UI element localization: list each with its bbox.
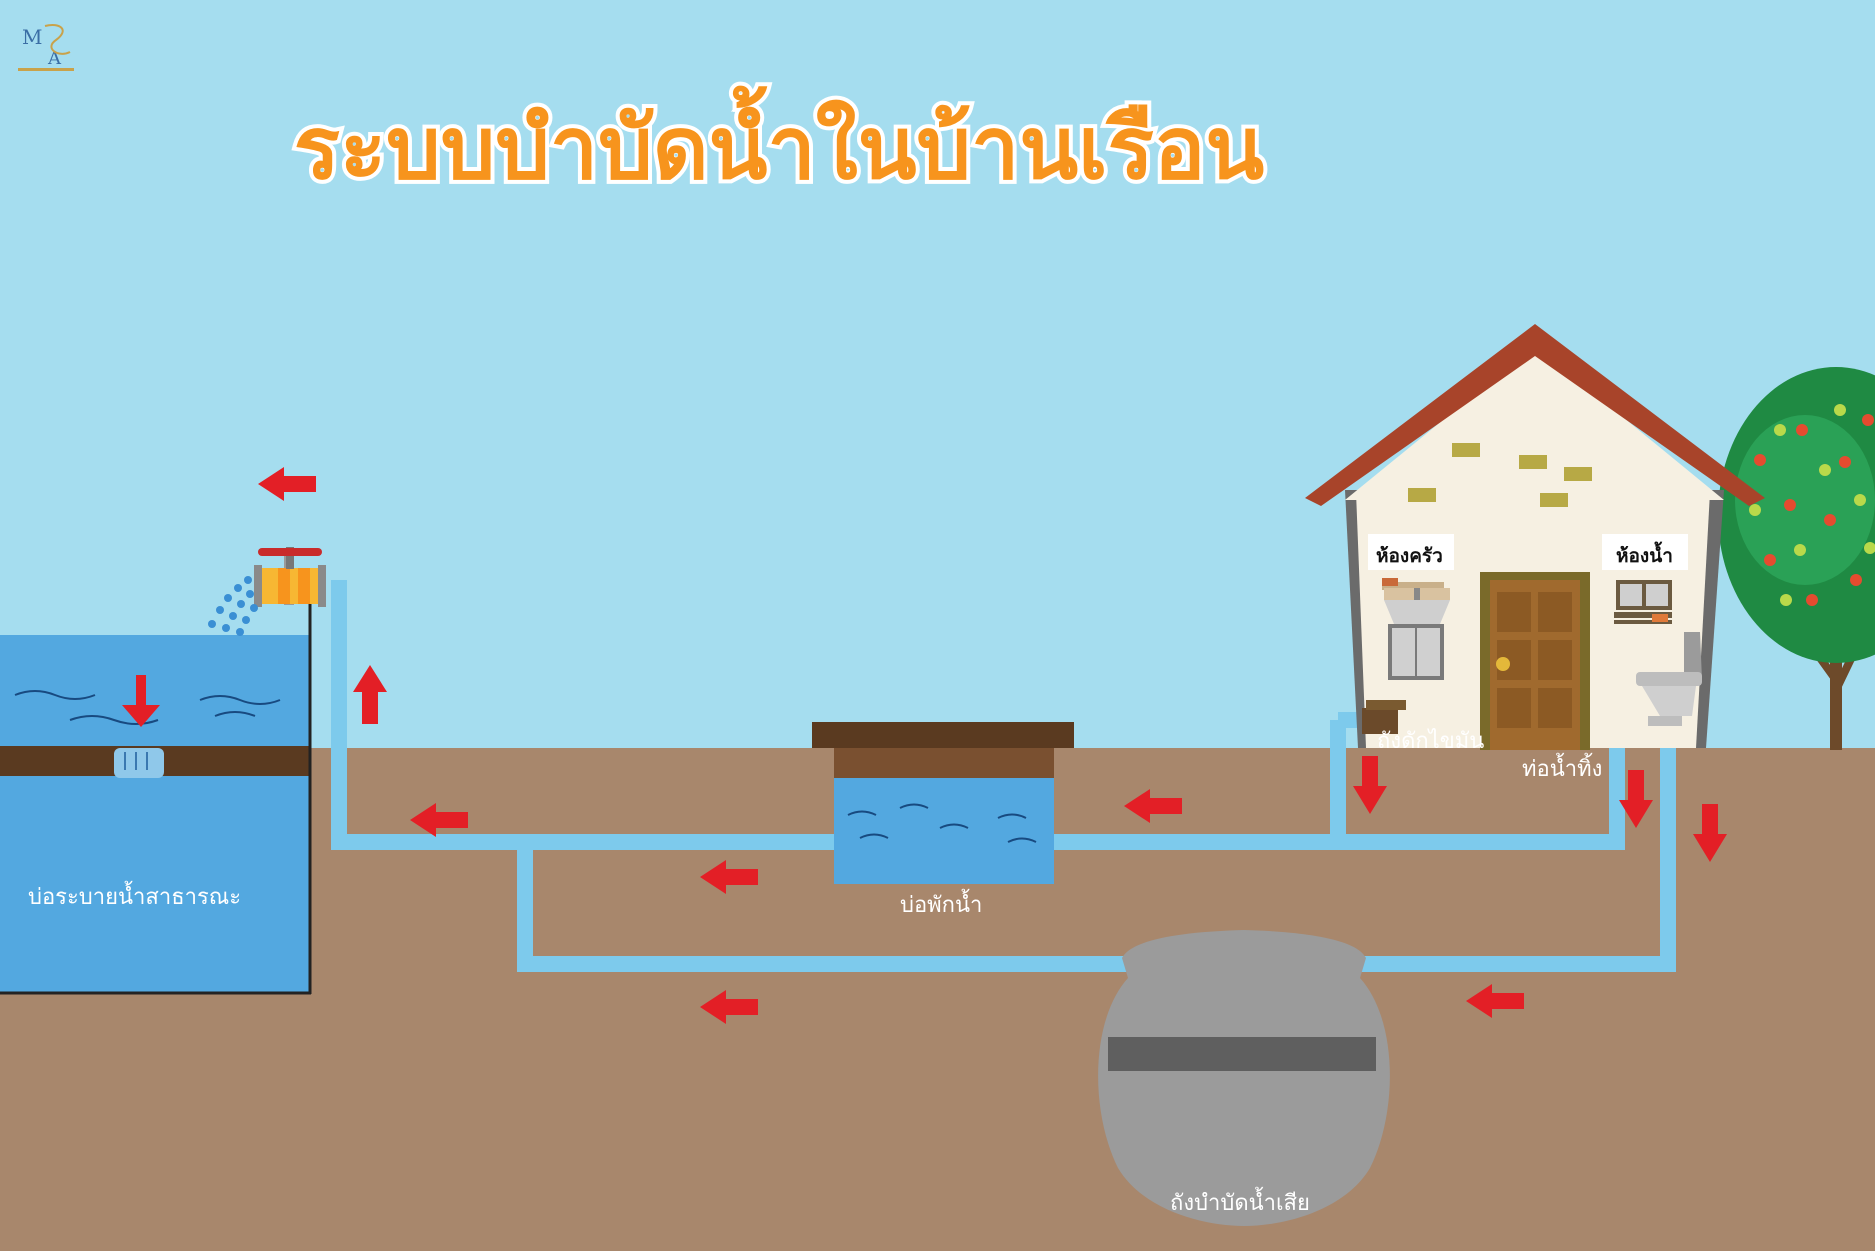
flow-arrow-up <box>353 665 387 724</box>
flow-arrow-down <box>1693 804 1727 862</box>
svg-text:M: M <box>22 25 42 49</box>
tree <box>1718 367 1875 750</box>
public-drain-label: บ่อระบายน้ำสาธารณะ <box>28 881 241 910</box>
outlet-faucet-icon <box>208 547 326 636</box>
flow-arrow-down <box>1353 756 1387 814</box>
kitchen-label: ห้องครัว <box>1376 545 1443 567</box>
company-logo: M A <box>18 24 74 71</box>
grease-trap-label: ถังดักไขมัน <box>1377 728 1484 754</box>
flow-arrows <box>258 467 1727 1024</box>
retention-pond <box>812 722 1074 884</box>
bathroom-label-bg <box>1602 534 1688 570</box>
public-drain <box>0 600 312 995</box>
drain-pipe-label: ท่อน้ำทิ้ง <box>1522 753 1602 782</box>
septic-tank-label: ถังบำบัดน้ำเสีย <box>1170 1187 1310 1216</box>
kitchen-label-bg <box>1368 534 1454 570</box>
septic-tank <box>1098 930 1390 1226</box>
bathroom-label: ห้องน้ำ <box>1616 541 1673 567</box>
page-title: ระบบบำบัดน้ำในบ้านเรือน <box>294 85 1265 199</box>
retention-pond-label: บ่อพักน้ำ <box>900 889 982 918</box>
flow-arrow-down <box>1619 770 1653 828</box>
